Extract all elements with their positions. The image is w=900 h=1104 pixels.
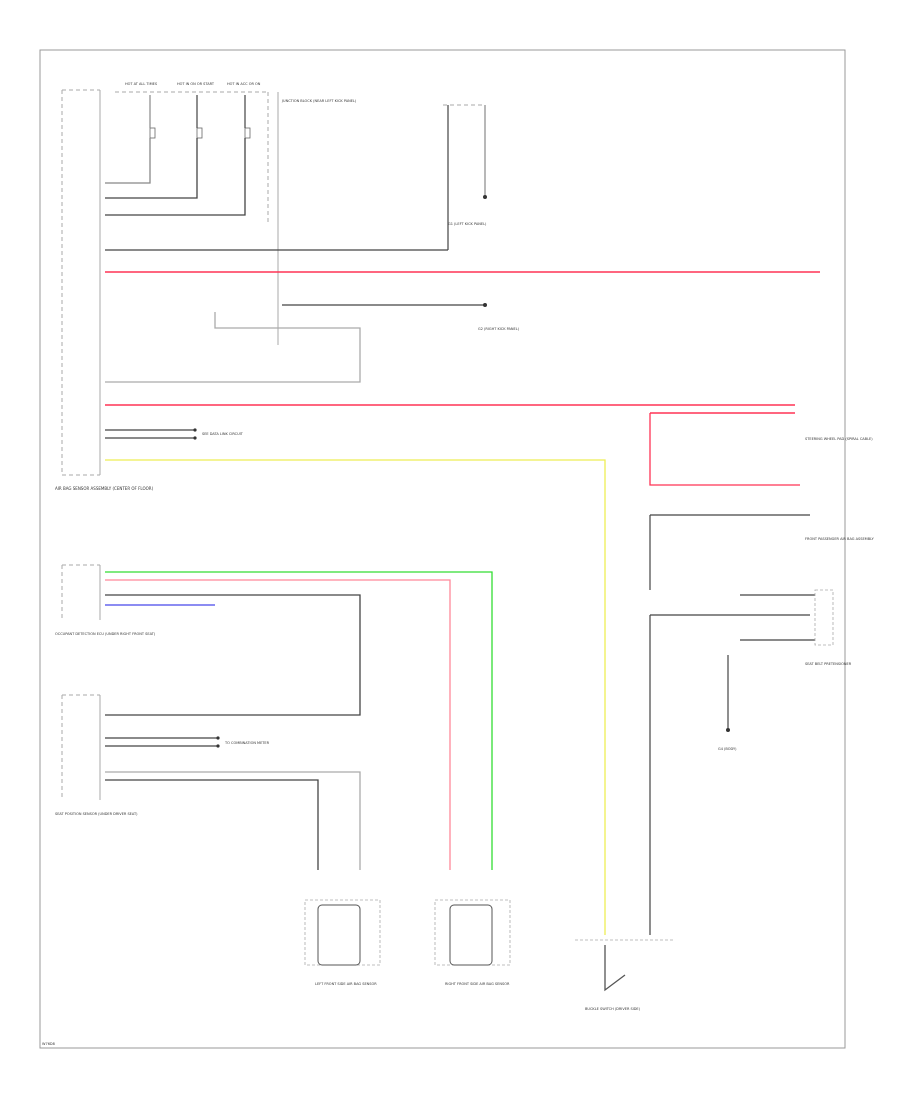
bottom-sensor-right: RIGHT FRONT SIDE AIR BAG SENSOR	[434, 899, 511, 986]
fuse-wires	[105, 95, 246, 216]
right-component-2: FRONT PASSENGER AIR BAG ASSEMBLY	[805, 537, 875, 541]
main-module: AIR BAG SENSOR ASSEMBLY (CENTER OF FLOOR…	[55, 89, 154, 491]
fuse-label-1: HOT AT ALL TIMES	[125, 82, 158, 86]
lower-module: SEAT POSITION SENSOR (UNDER DRIVER SEAT)…	[55, 694, 361, 870]
fuse-label-3: HOT IN ACC OR ON	[227, 82, 261, 86]
ground-top: G1 (LEFT KICK PANEL)	[443, 104, 487, 250]
yellow-wire	[105, 459, 606, 935]
bottom-label-buckle: BUCKLE SWITCH (DRIVER SIDE)	[585, 1007, 641, 1011]
main-module-label: AIR BAG SENSOR ASSEMBLY (CENTER OF FLOOR…	[55, 486, 154, 491]
diagram-frame	[39, 49, 846, 1049]
fuse-group: HOT AT ALL TIMES HOT IN ON OR START HOT …	[125, 82, 261, 139]
data-link-group: SEE DATA LINK CIRCUIT	[105, 428, 244, 440]
red-power-wire	[105, 404, 800, 486]
bottom-label-right: RIGHT FRONT SIDE AIR BAG SENSOR	[445, 982, 510, 986]
note-data-link: SEE DATA LINK CIRCUIT	[202, 432, 244, 436]
right-component-1: STEERING WHEEL PAD (SPIRAL CABLE)	[805, 437, 873, 441]
occupant-sensor-label: OCCUPANT DETECTION ECU (UNDER RIGHT FRON…	[55, 632, 156, 636]
occupant-sensor: OCCUPANT DETECTION ECU (UNDER RIGHT FRON…	[55, 564, 493, 870]
note-combination-meter: TO COMBINATION METER	[224, 741, 270, 745]
ground-top-label: G1 (LEFT KICK PANEL)	[448, 222, 487, 226]
buckle-switch: BUCKLE SWITCH (DRIVER SIDE)	[575, 939, 675, 1011]
mid-wires: G2 (RIGHT KICK PANEL)	[105, 249, 820, 383]
right-component-4: G4 (BODY)	[718, 747, 737, 751]
right-component-3: SEAT BELT PRETENSIONER	[805, 662, 852, 666]
right-components: STEERING WHEEL PAD (SPIRAL CABLE) FRONT …	[649, 437, 875, 935]
bottom-sensor-left: LEFT FRONT SIDE AIR BAG SENSOR	[304, 899, 381, 986]
footer-code: W76D8	[42, 1042, 55, 1046]
fuse-label-2: HOT IN ON OR START	[177, 82, 215, 86]
lower-module-label: SEAT POSITION SENSOR (UNDER DRIVER SEAT)	[55, 812, 138, 816]
junction-block-label: JUNCTION BLOCK (NEAR LEFT KICK PANEL)	[281, 99, 357, 103]
ground-mid-label: G2 (RIGHT KICK PANEL)	[478, 327, 520, 331]
bottom-label-left: LEFT FRONT SIDE AIR BAG SENSOR	[315, 982, 377, 986]
